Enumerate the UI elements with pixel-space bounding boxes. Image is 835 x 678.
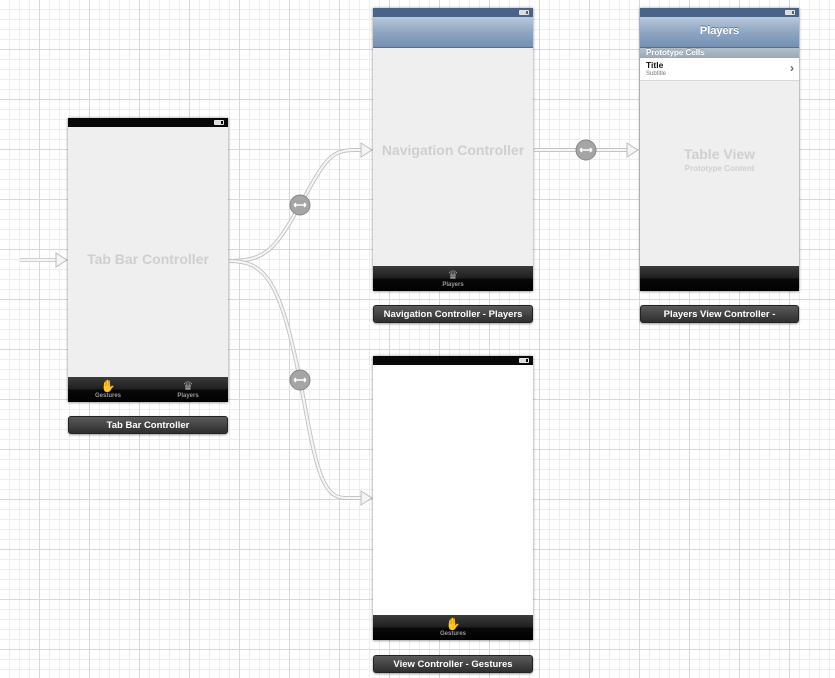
tab-players[interactable]: ♛ Players bbox=[168, 379, 208, 399]
battery-icon bbox=[214, 120, 224, 125]
battery-icon bbox=[519, 358, 529, 363]
battery-icon bbox=[785, 10, 795, 15]
status-bar bbox=[373, 8, 533, 17]
tab-players[interactable]: ♛ Players bbox=[433, 268, 473, 288]
crown-icon: ♛ bbox=[182, 379, 194, 393]
section-header: Prototype Cells bbox=[640, 48, 799, 58]
scene-label-players-view-controller[interactable]: Players View Controller - bbox=[640, 305, 799, 323]
tab-label: Players bbox=[177, 393, 199, 399]
status-bar bbox=[373, 356, 533, 365]
tab-label: Players bbox=[442, 282, 464, 288]
scene-label-gestures-view-controller[interactable]: View Controller - Gestures bbox=[373, 655, 533, 673]
status-bar bbox=[68, 118, 228, 127]
scene-label-navigation-controller[interactable]: Navigation Controller - Players bbox=[373, 305, 533, 323]
segue-badge-icon[interactable] bbox=[289, 194, 311, 216]
relationship-segue-navigation[interactable] bbox=[228, 142, 373, 263]
chevron-right-icon: › bbox=[790, 61, 794, 75]
relationship-segue-gestures[interactable] bbox=[228, 259, 373, 506]
tab-label: Gestures bbox=[94, 393, 121, 399]
tab-gestures[interactable]: ✋ Gestures bbox=[433, 617, 473, 637]
navigation-controller-scene[interactable]: Navigation Controller ♛ Players bbox=[373, 8, 533, 291]
players-view-controller-scene[interactable]: Players Prototype Cells Title Subtitle ›… bbox=[640, 8, 799, 291]
scene-watermark: Table View bbox=[683, 146, 756, 162]
status-bar bbox=[640, 8, 799, 17]
scene-watermark-subtitle: Prototype Content bbox=[684, 164, 755, 173]
battery-icon bbox=[519, 10, 529, 15]
hand-icon: ✋ bbox=[445, 617, 461, 631]
tab-bar: ✋ Gestures ♛ Players bbox=[68, 377, 228, 402]
hand-icon: ✋ bbox=[100, 379, 116, 393]
tab-gestures[interactable]: ✋ Gestures bbox=[88, 379, 128, 399]
cell-subtitle: Subtitle bbox=[646, 71, 667, 77]
tab-bar bbox=[640, 266, 799, 291]
initial-scene-arrow bbox=[20, 252, 68, 268]
scene-watermark: Tab Bar Controller bbox=[87, 251, 209, 267]
tab-bar-controller-scene[interactable]: Tab Bar Controller ✋ Gestures ♛ Players bbox=[68, 118, 228, 402]
crown-icon: ♛ bbox=[447, 268, 459, 282]
tab-bar: ✋ Gestures bbox=[373, 615, 533, 640]
tab-bar: ♛ Players bbox=[373, 266, 533, 291]
scene-watermark: Navigation Controller bbox=[381, 142, 525, 158]
navigation-bar bbox=[373, 17, 533, 48]
prototype-cell[interactable]: Title Subtitle › bbox=[640, 58, 799, 81]
scene-label-tab-bar-controller[interactable]: Tab Bar Controller bbox=[68, 416, 228, 434]
gestures-view-controller-scene[interactable]: ✋ Gestures bbox=[373, 356, 533, 640]
navigation-bar: Players bbox=[640, 17, 799, 48]
tab-label: Gestures bbox=[439, 631, 466, 637]
nav-title: Players bbox=[699, 25, 740, 37]
cell-title: Title bbox=[646, 60, 664, 70]
